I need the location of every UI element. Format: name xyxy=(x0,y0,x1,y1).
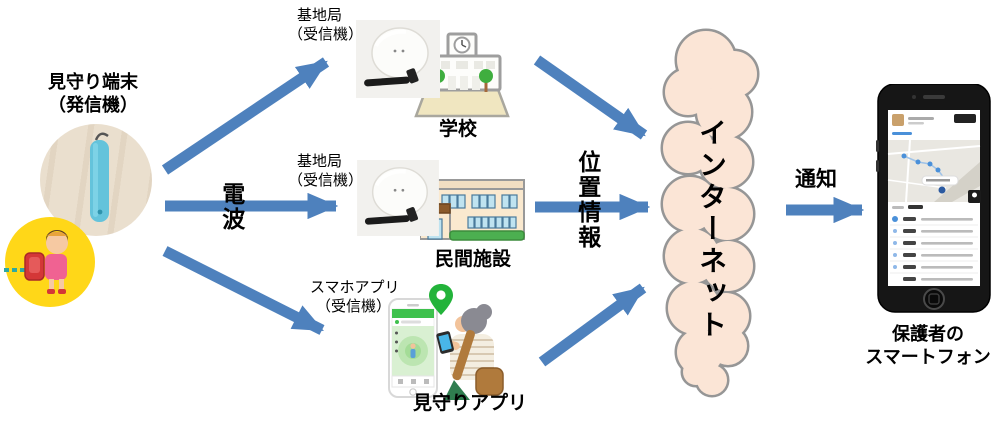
front-camera xyxy=(912,95,916,99)
internet-label: インターネット xyxy=(695,118,728,342)
hair xyxy=(461,308,487,334)
woman-with-phone-illustration xyxy=(436,302,506,400)
radio-dashes xyxy=(4,268,25,272)
transmitter-title-line1: 見守り端末 xyxy=(48,72,138,93)
receiver2-label-line1: 基地局 xyxy=(297,152,343,170)
receiver1-label: 基地局 （受信機） xyxy=(288,6,363,44)
app-caption: 見守りアプリ xyxy=(412,392,527,414)
base-station-photo-2 xyxy=(356,160,440,236)
location-info-label: 位置情報 xyxy=(573,150,600,250)
bag-strap xyxy=(452,330,475,381)
facility-hedge xyxy=(449,230,525,241)
receiver-antenna xyxy=(364,207,419,225)
receiver2-label: 基地局 （受信機） xyxy=(288,152,363,190)
transmitter-title: 見守り端末 （発信機） xyxy=(14,72,172,117)
receiver2-label-line2: （受信機） xyxy=(288,170,364,189)
receiver1-label-line2: （受信機） xyxy=(288,24,364,43)
location-log-list xyxy=(890,205,978,281)
radio-wave-label: 電波 xyxy=(217,182,244,232)
parent-phone-caption-line2: スマートフォン xyxy=(865,346,991,368)
avatar xyxy=(892,114,904,126)
school-caption: 学校 xyxy=(438,118,477,140)
parent-smartphone-photo xyxy=(876,84,992,314)
notify-label: 通知 xyxy=(795,167,837,191)
home-button xyxy=(923,288,945,310)
shoulder-bag xyxy=(475,367,504,396)
child-figure xyxy=(24,230,68,294)
header-button xyxy=(954,114,976,123)
map-area xyxy=(887,139,981,203)
strap-hook xyxy=(94,132,109,141)
receiver-antenna xyxy=(364,68,419,87)
base-station-photo-1 xyxy=(356,20,440,98)
app-header xyxy=(392,309,434,318)
earpiece xyxy=(923,95,945,99)
facility-caption: 民間施設 xyxy=(434,248,511,270)
app-toolbar-icons xyxy=(398,379,429,384)
school-entrance xyxy=(448,76,480,90)
receiver3-label: スマホアプリ （受信機） xyxy=(310,278,400,316)
receiver3-label-line1: スマホアプリ xyxy=(310,278,400,296)
internet-cloud xyxy=(648,22,778,407)
transmitter-title-line2: （発信機） xyxy=(48,94,138,116)
arrow-location-bottom xyxy=(538,283,647,367)
receiver-dome xyxy=(371,27,429,79)
parent-phone-caption-line1: 保護者の xyxy=(892,324,964,345)
location-pin-icon xyxy=(428,284,454,316)
receiver1-label-line1: 基地局 xyxy=(297,6,343,24)
transmitter-photo xyxy=(40,124,152,236)
device-hole xyxy=(97,209,103,215)
child-illustration xyxy=(4,216,96,308)
held-phone xyxy=(436,331,454,354)
receiver3-label-line2: （受信機） xyxy=(316,296,392,315)
app-phone-screenshot xyxy=(388,298,438,398)
receiver-dome xyxy=(371,167,428,218)
app-map-markers xyxy=(395,331,398,353)
blue-link xyxy=(892,132,912,135)
arrow-location-top xyxy=(533,55,648,140)
parent-phone-caption: 保護者の スマートフォン xyxy=(850,324,1006,369)
facility-windows xyxy=(441,194,518,229)
arrow-radio-to-app xyxy=(162,246,325,335)
arrow-radio-to-school xyxy=(161,57,330,175)
